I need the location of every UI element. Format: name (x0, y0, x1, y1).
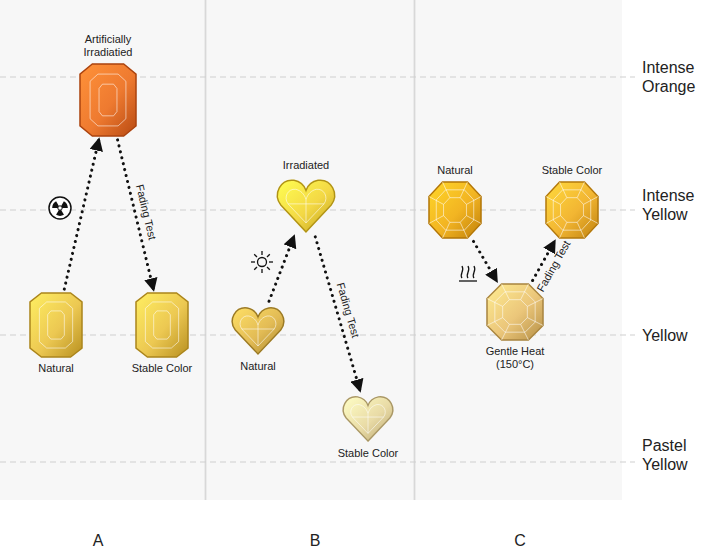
level-label: Intense Orange (642, 58, 718, 96)
panel-b (207, 0, 413, 500)
gem-shape (276, 177, 336, 233)
gemstone: Natural (231, 305, 285, 355)
gem-label: Artificially Irradiatied (63, 33, 153, 59)
gem-shape (231, 305, 285, 355)
gemstone: Gentle Heat (150°C) (487, 284, 543, 340)
sun-symbol (251, 251, 273, 273)
gem-label: Gentle Heat (150°C) (478, 345, 552, 371)
panel-letter: A (88, 531, 108, 550)
dotted-arrow (64, 140, 98, 289)
gem-label: Natural (16, 362, 96, 375)
dotted-arrow (269, 237, 294, 302)
heat-symbol (459, 266, 477, 281)
gem-label: Natural (415, 164, 495, 177)
gem-shape (80, 64, 136, 136)
gem-shape (342, 394, 394, 442)
gemstone: Irradiated (276, 177, 336, 233)
gemstone: Natural (429, 182, 481, 238)
gem-label: Stable Color (122, 362, 202, 375)
gemstone: Stable Color (342, 394, 394, 442)
panel-c (416, 0, 622, 500)
gemstone: Natural (30, 293, 82, 357)
gem-shape (429, 182, 481, 238)
panel-divider (205, 0, 207, 500)
level-label: Intense Yellow (642, 186, 718, 224)
panel-letter: C (510, 531, 530, 550)
gemstone: Stable Color (136, 293, 188, 357)
level-label: Yellow (642, 326, 718, 345)
gem-shape (546, 182, 598, 238)
gem-label: Natural (218, 360, 298, 373)
gemstone: Artificially Irradiatied (80, 64, 136, 136)
dotted-arrow (473, 241, 496, 280)
gem-label: Stable Color (532, 164, 612, 177)
level-label: Pastel Yellow (642, 436, 718, 474)
panel-a (0, 0, 204, 500)
radiation-symbol (49, 197, 71, 219)
gem-label: Irradiated (266, 159, 346, 172)
gem-shape (136, 293, 188, 357)
gem-shape (487, 284, 543, 340)
gem-label: Stable Color (328, 447, 408, 460)
panel-letter: B (305, 531, 325, 550)
gem-shape (30, 293, 82, 357)
panel-divider (414, 0, 416, 500)
gemstone: Stable Color (546, 182, 598, 238)
